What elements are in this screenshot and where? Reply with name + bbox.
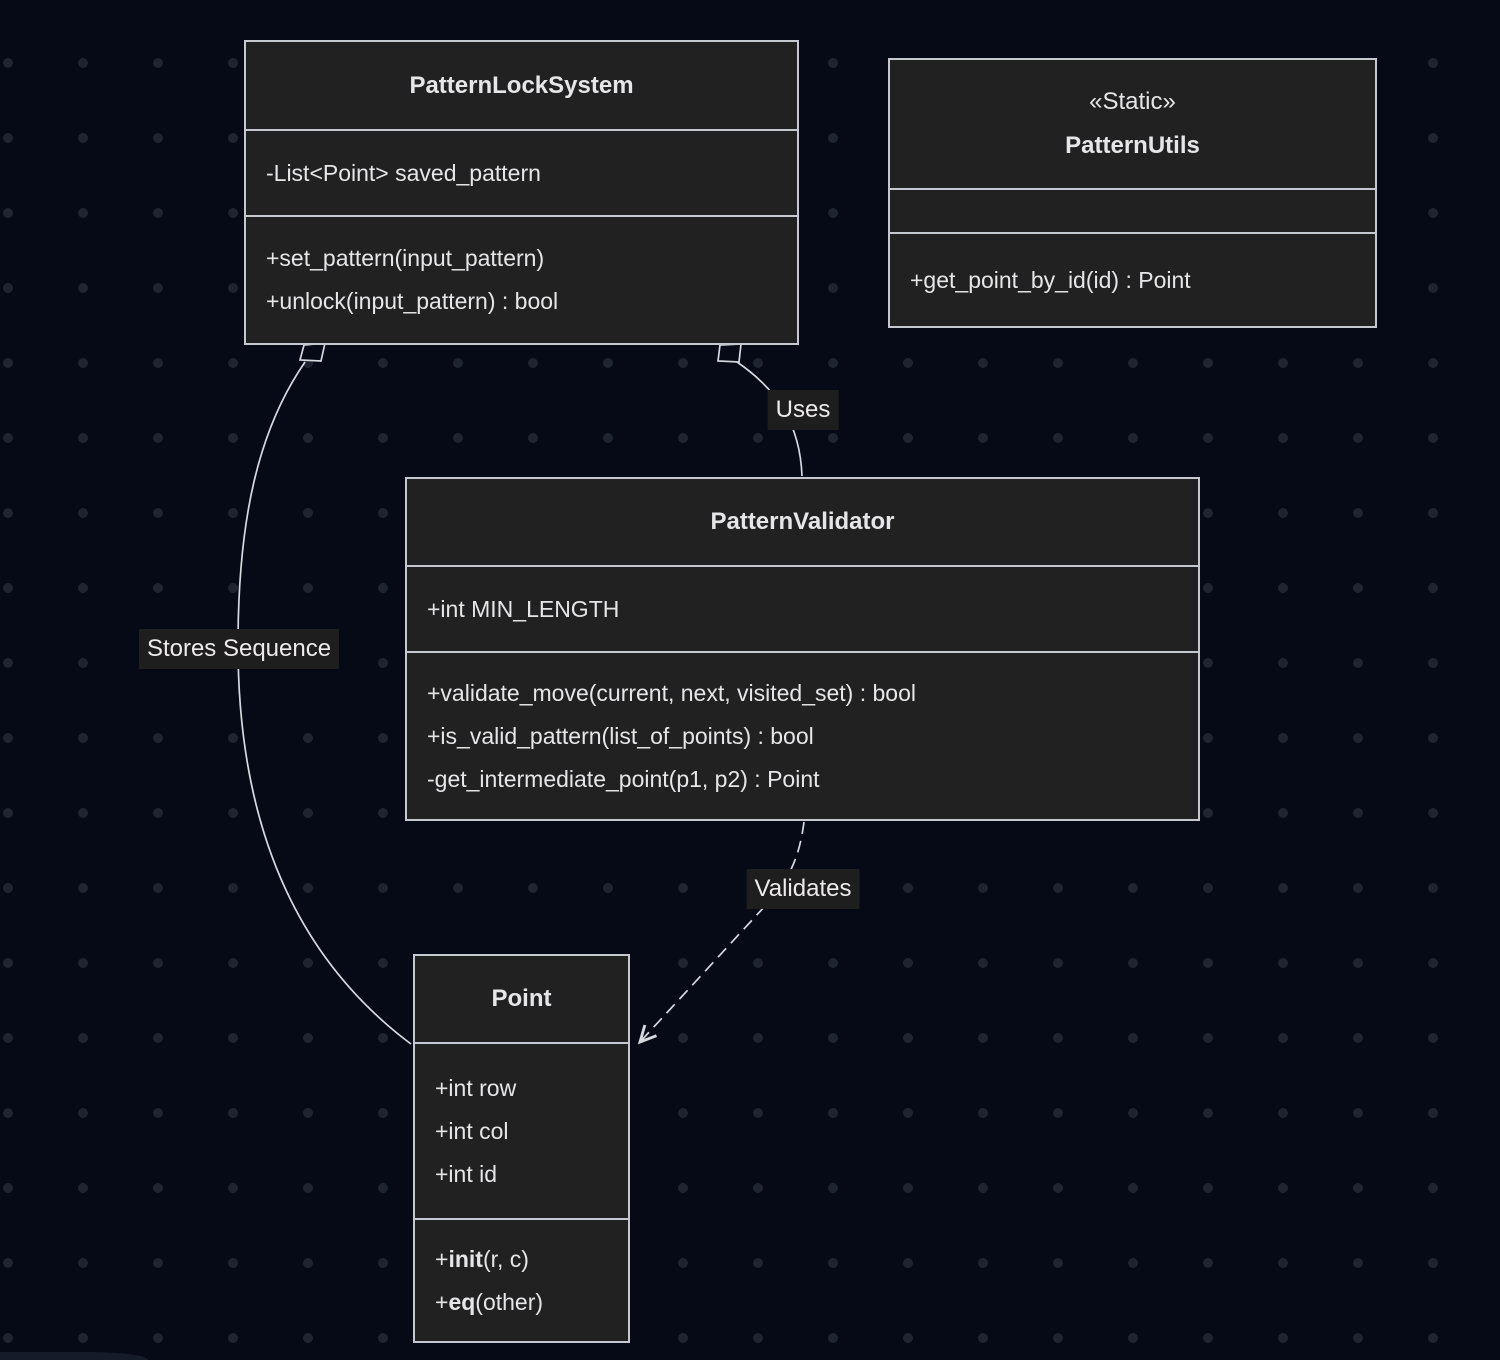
method: +get_point_by_id(id) : Point: [910, 266, 1191, 293]
edge-label-uses: Uses: [767, 390, 839, 430]
method: -get_intermediate_point(p1, p2) : Point: [427, 765, 820, 792]
methods-section: +init(r, c) +eq(other): [415, 1218, 628, 1341]
attribute: +int id: [435, 1160, 498, 1187]
edge-validates: [640, 821, 805, 1042]
attributes-section-empty: [890, 188, 1375, 232]
bottom-panel-corner: [0, 1352, 148, 1360]
attribute: +int MIN_LENGTH: [427, 595, 620, 622]
method: +set_pattern(input_pattern): [266, 245, 545, 271]
method: +is_valid_pattern(list_of_points) : bool: [427, 722, 814, 749]
methods-section: +validate_move(current, next, visited_se…: [407, 651, 1198, 819]
class-name: PatternLockSystem: [409, 71, 634, 99]
method: +validate_move(current, next, visited_se…: [427, 679, 916, 706]
class-box-patternvalidator: PatternValidator +int MIN_LENGTH +valida…: [405, 477, 1200, 821]
attribute: +int row: [435, 1074, 517, 1101]
attributes-section: +int row +int col +int id: [415, 1042, 628, 1218]
edge-label-validates: Validates: [746, 869, 860, 909]
class-name: Point: [491, 985, 552, 1012]
class-name: PatternUtils: [1065, 132, 1200, 159]
class-header: «Static» PatternUtils: [890, 60, 1375, 188]
class-box-patternutils: «Static» PatternUtils +get_point_by_id(i…: [888, 58, 1377, 328]
class-box-patternlocksystem: PatternLockSystem -List<Point> saved_pat…: [244, 40, 799, 345]
class-header: PatternValidator: [407, 479, 1198, 565]
aggregation-diamond-stores: [298, 342, 327, 362]
method: +unlock(input_pattern) : bool: [266, 288, 559, 314]
attribute: -List<Point> saved_pattern: [266, 159, 541, 186]
method: +eq(other): [435, 1288, 544, 1315]
method: +init(r, c): [435, 1245, 529, 1272]
class-header: Point: [415, 956, 628, 1042]
class-name: PatternValidator: [710, 508, 895, 535]
edge-label-stores-sequence: Stores Sequence: [138, 629, 340, 669]
class-stereotype: «Static»: [1089, 88, 1176, 115]
attributes-section: -List<Point> saved_pattern: [246, 129, 797, 215]
methods-section: +get_point_by_id(id) : Point: [890, 232, 1375, 326]
attributes-section: +int MIN_LENGTH: [407, 565, 1198, 651]
class-header: PatternLockSystem: [246, 42, 797, 129]
attribute: +int col: [435, 1117, 509, 1144]
class-box-point: Point +int row +int col +int id +init(r,…: [413, 954, 630, 1343]
edge-stores-sequence: [237, 361, 412, 1045]
aggregation-diamond-uses: [717, 343, 742, 363]
methods-section: +set_pattern(input_pattern) +unlock(inpu…: [246, 215, 797, 343]
